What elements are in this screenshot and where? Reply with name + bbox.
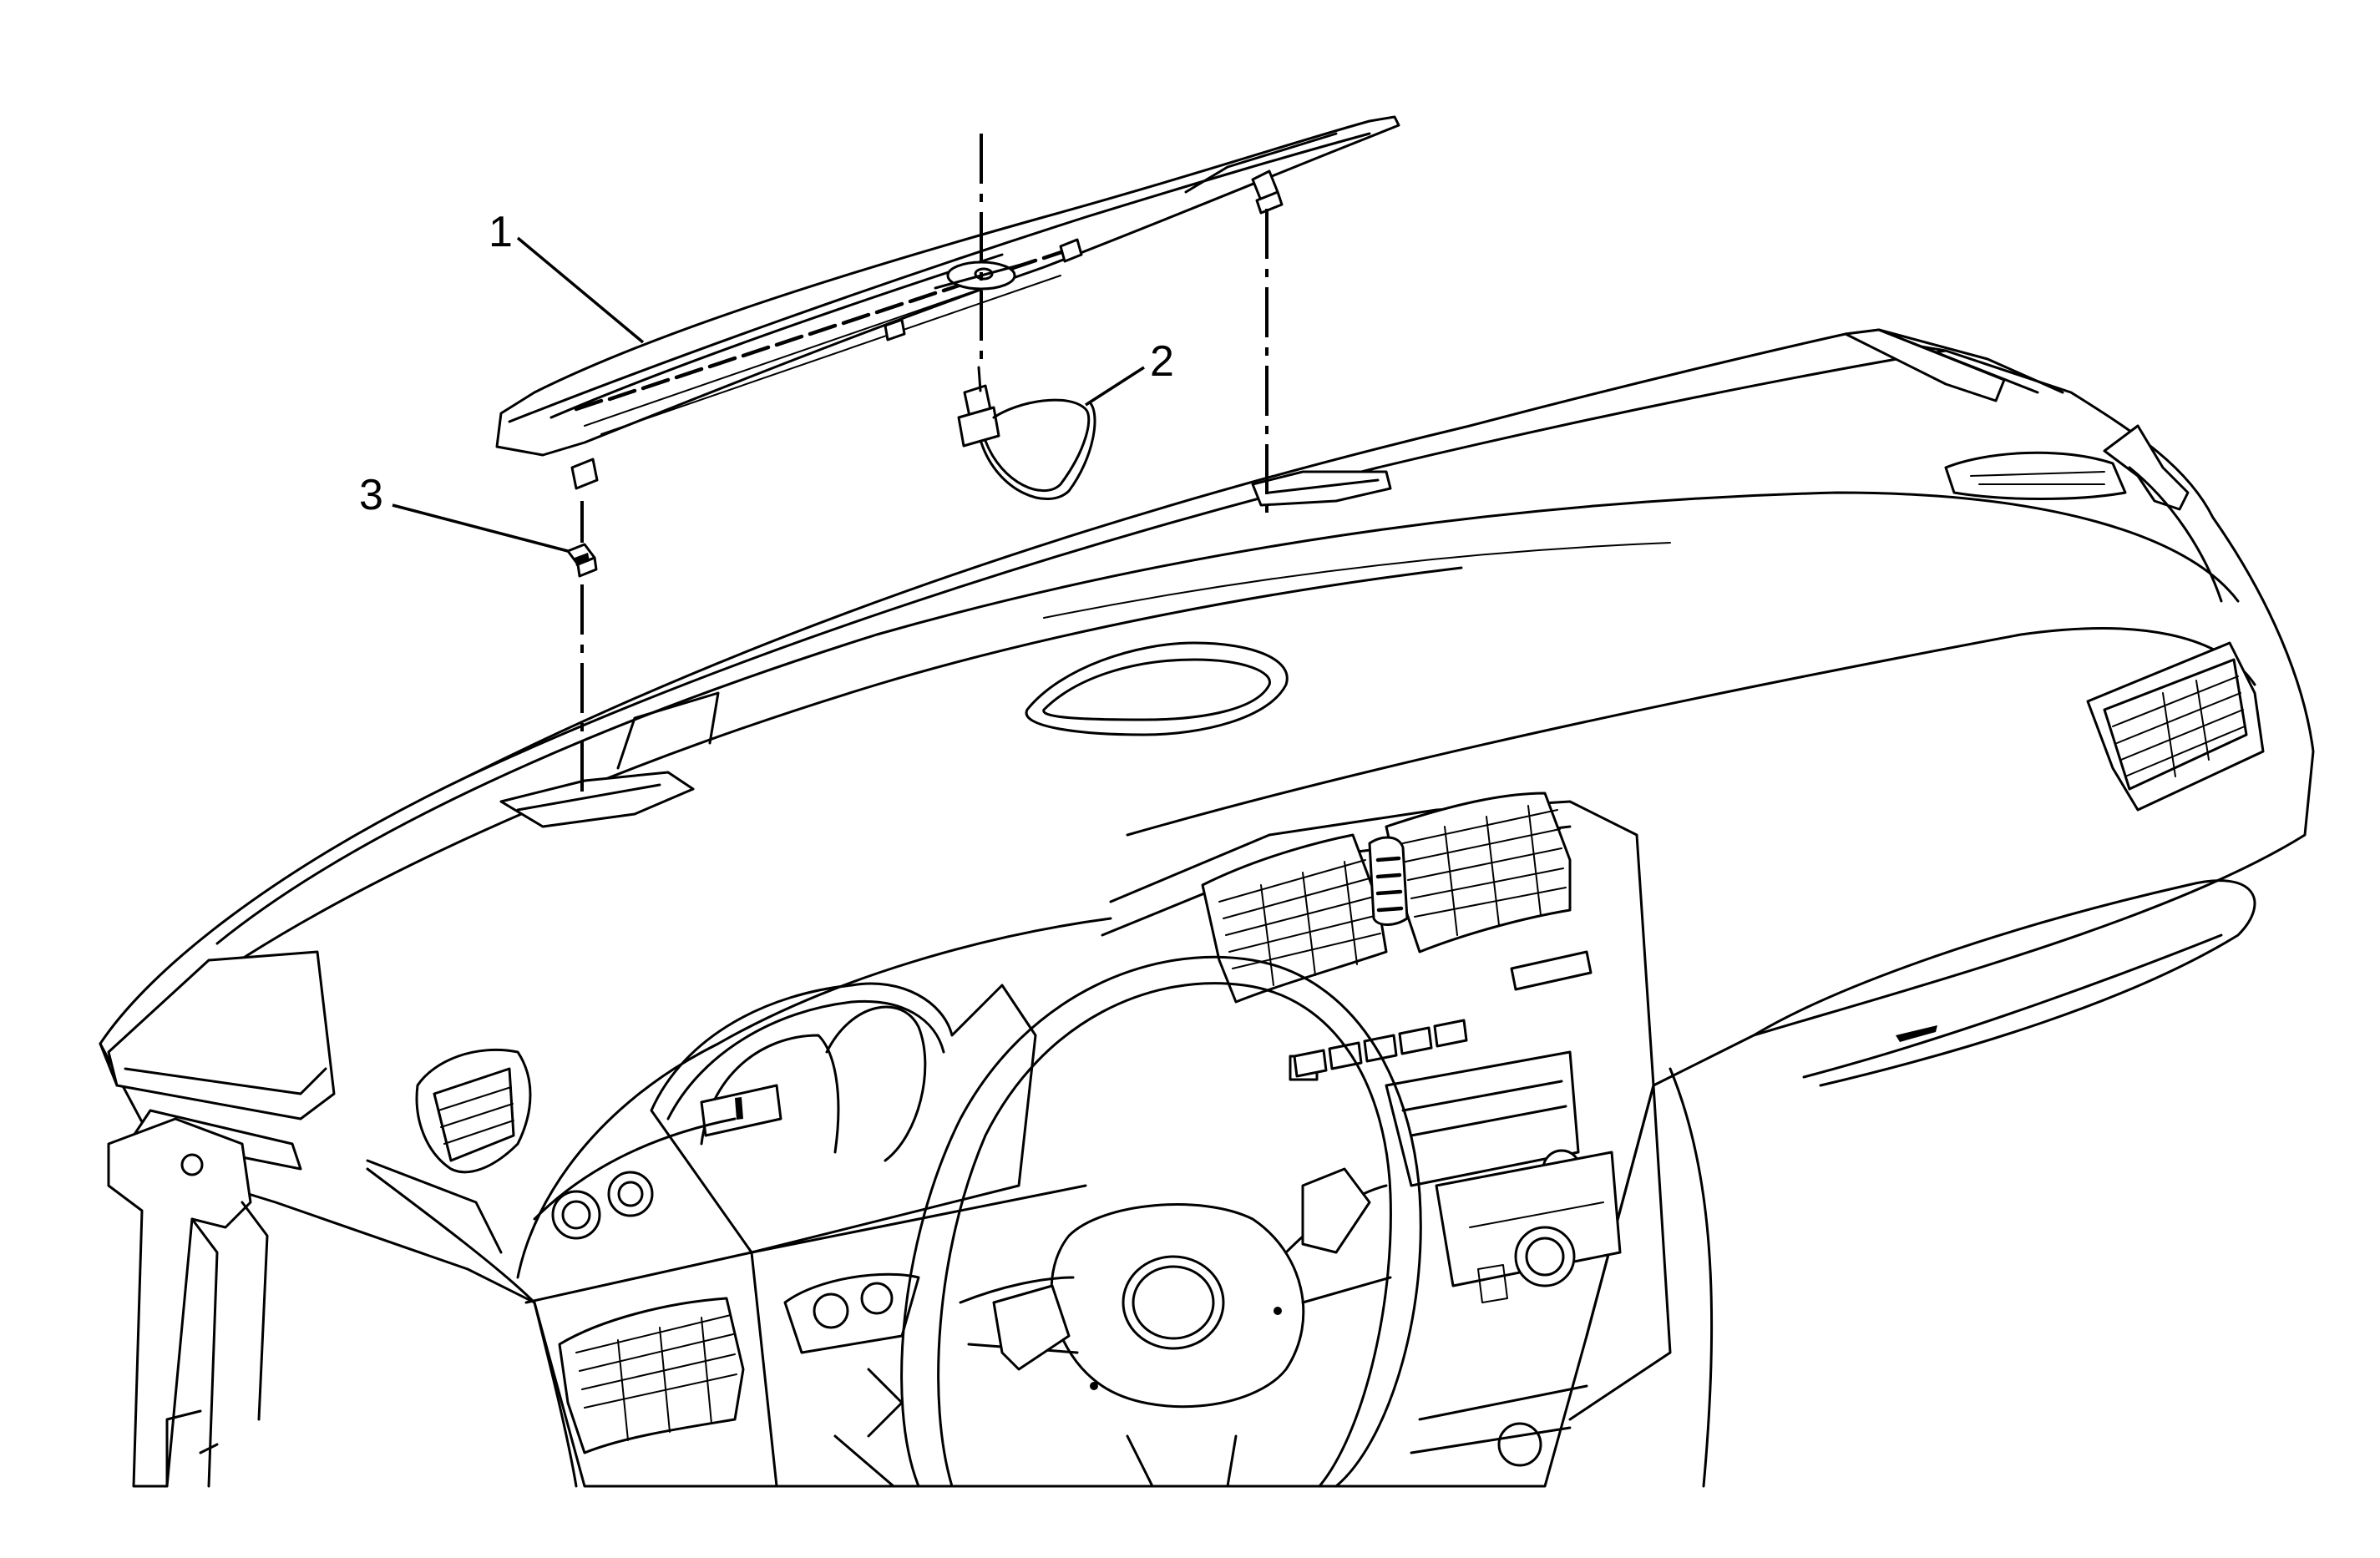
center-air-outlet-right xyxy=(1385,792,1572,954)
sensor-wire-loop xyxy=(984,398,1091,493)
gauge-left xyxy=(700,1034,840,1154)
part-2-sensor xyxy=(957,366,1096,500)
right-top-outlet xyxy=(1944,451,2127,500)
gauge-right xyxy=(825,1005,927,1162)
trim-panel-body xyxy=(495,115,1400,457)
headlamp-knob-2 xyxy=(607,1171,654,1217)
glove-box-contour xyxy=(1752,879,2256,1087)
headlamp-knob-1 xyxy=(551,1190,601,1240)
callout-3: 3 xyxy=(359,471,569,553)
instrument-panel xyxy=(99,328,2315,1488)
left-mount-bracket xyxy=(107,1117,252,1488)
steering-wheel-rim xyxy=(900,955,1422,1488)
part-3-retainer-clip xyxy=(566,543,598,578)
part-1-upper-trim-panel xyxy=(495,115,1400,490)
instrument-cluster xyxy=(650,982,1037,1254)
steering-controls-right xyxy=(1301,1167,1371,1254)
steering-controls-left xyxy=(992,1284,1071,1371)
cluster-surround xyxy=(516,917,1112,1279)
hazard-button xyxy=(1368,836,1409,926)
leader-line-2 xyxy=(1085,366,1145,407)
radio-faceplate xyxy=(1385,1050,1580,1187)
ignition xyxy=(813,1292,849,1329)
dash-upper-edge xyxy=(466,332,1947,778)
trim-clip-left xyxy=(570,458,599,490)
callout-label-1: 1 xyxy=(489,208,513,256)
horn-pad-emblem xyxy=(1122,1255,1225,1350)
callout-label-3: 3 xyxy=(359,471,383,519)
leader-line-1 xyxy=(516,236,645,344)
trim-clip-mid xyxy=(1059,238,1083,263)
hvac-knob xyxy=(1514,1226,1576,1287)
right-defrost-flap xyxy=(1844,328,2006,402)
display-window xyxy=(1510,950,1593,991)
right-end-cap xyxy=(2103,424,2190,511)
lower-left-air-outlet xyxy=(558,1297,745,1454)
left-defrost-opening xyxy=(499,771,695,828)
callout-2: 2 xyxy=(1085,337,1174,407)
defrost-duct-opening xyxy=(1251,470,1392,507)
callout-label-2: 2 xyxy=(1150,337,1174,386)
leader-line-3 xyxy=(392,503,569,553)
callout-1: 1 xyxy=(489,208,645,344)
installation-centerlines xyxy=(580,134,1268,793)
